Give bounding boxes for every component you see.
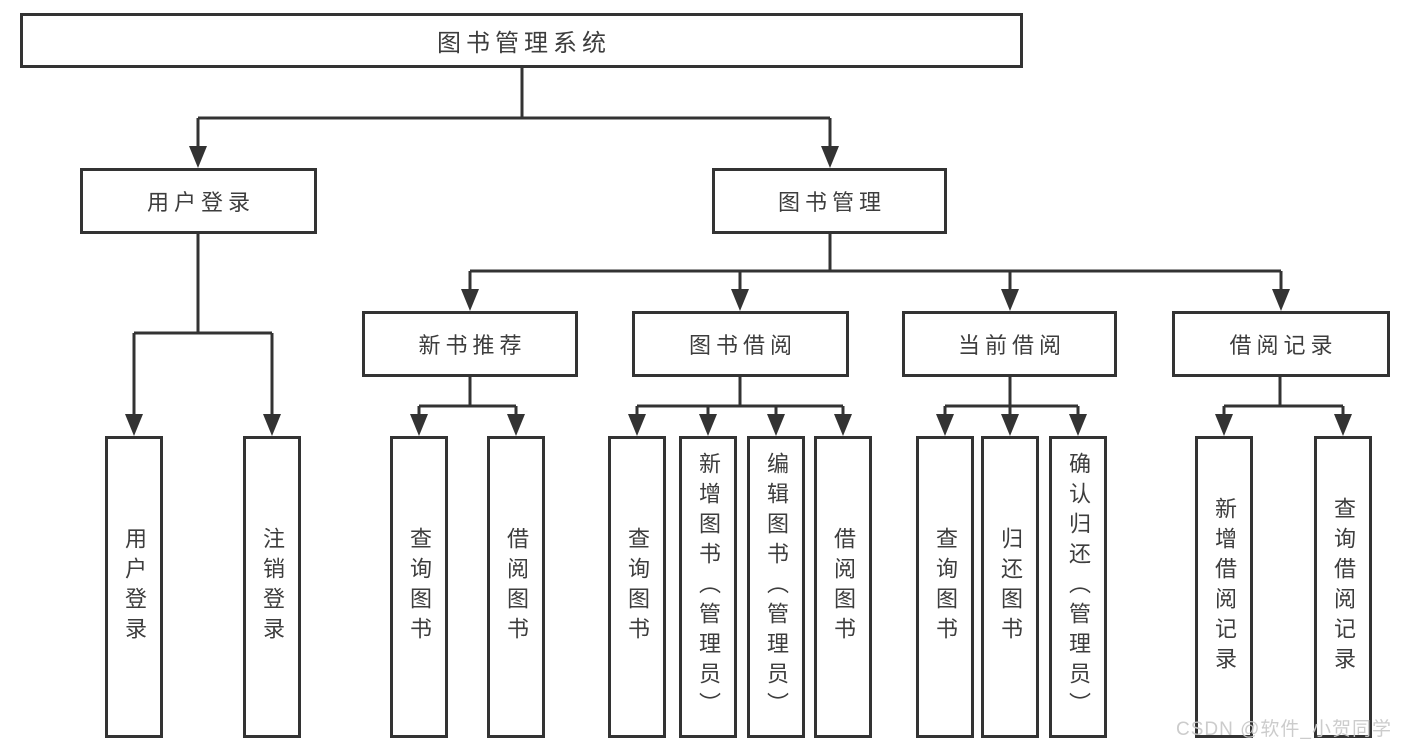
leaf-borrow-books-recommend: 借阅图书 — [487, 436, 545, 738]
node-label: 用户登录 — [146, 190, 255, 215]
node-book-borrow: 图书借阅 — [632, 311, 849, 377]
watermark: CSDN @软件_小贺同学 — [1176, 719, 1392, 740]
connector-book-borrow-children — [628, 377, 852, 436]
leaf-borrow-books: 借阅图书 — [814, 436, 872, 738]
node-label: 借阅图书 — [831, 527, 856, 647]
node-label: 图书管理系统 — [437, 30, 611, 57]
arrow-to-user-login — [189, 146, 207, 168]
arrow-to-book-borrow — [731, 289, 749, 311]
node-label: 注销登录 — [260, 527, 285, 647]
connector-borrow-records-children — [1215, 377, 1352, 436]
node-borrow-records: 借阅记录 — [1172, 311, 1390, 377]
node-label: 借阅图书 — [504, 527, 529, 647]
node-library-management-system: 图书管理系统 — [20, 13, 1023, 68]
leaf-user-login: 用户登录 — [105, 436, 163, 738]
node-label: 查询图书 — [625, 527, 650, 647]
leaf-confirm-return-admin: 确认归还（管理员） — [1049, 436, 1107, 738]
arrow-to-leaf-user-login — [125, 414, 143, 436]
node-label: 图书管理 — [777, 190, 886, 215]
node-label: 编辑图书（管理员） — [764, 452, 789, 722]
node-label: 新增图书（管理员） — [696, 452, 721, 722]
arrow-to-new-book-recommend — [461, 289, 479, 311]
leaf-query-borrow-record: 查询借阅记录 — [1314, 436, 1372, 738]
leaf-query-books-borrow: 查询图书 — [608, 436, 666, 738]
node-new-book-recommend: 新书推荐 — [362, 311, 578, 377]
node-book-management: 图书管理 — [712, 168, 947, 234]
arrow-to-leaf-logout — [263, 414, 281, 436]
connector-root-to-level2 — [189, 68, 839, 168]
node-label: 当前借阅 — [957, 333, 1066, 358]
node-label: 查询借阅记录 — [1331, 497, 1356, 677]
node-label: 查询图书 — [933, 527, 958, 647]
node-label: 归还图书 — [998, 527, 1023, 647]
arrow-to-current-borrow — [1001, 289, 1019, 311]
connector-user-login-children — [125, 234, 281, 436]
node-label: 查询图书 — [407, 527, 432, 647]
node-label: 借阅记录 — [1229, 333, 1338, 358]
leaf-logout: 注销登录 — [243, 436, 301, 738]
leaf-add-book-admin: 新增图书（管理员） — [679, 436, 737, 738]
arrow-to-book-management — [821, 146, 839, 168]
node-current-borrow: 当前借阅 — [902, 311, 1117, 377]
node-label: 新书推荐 — [418, 333, 527, 358]
leaf-query-books-recommend: 查询图书 — [390, 436, 448, 738]
leaf-edit-book-admin: 编辑图书（管理员） — [747, 436, 805, 738]
node-label: 新增借阅记录 — [1212, 497, 1237, 677]
leaf-query-books-current: 查询图书 — [916, 436, 974, 738]
node-label: 图书借阅 — [688, 333, 797, 358]
connector-current-borrow-children — [936, 377, 1087, 436]
leaf-add-borrow-record: 新增借阅记录 — [1195, 436, 1253, 738]
node-label: 用户登录 — [122, 527, 147, 647]
connector-new-book-recommend-children — [410, 377, 525, 436]
node-user-login: 用户登录 — [80, 168, 317, 234]
leaf-return-books: 归还图书 — [981, 436, 1039, 738]
node-label: 确认归还（管理员） — [1066, 452, 1091, 722]
connector-book-management-children — [461, 234, 1290, 311]
arrow-to-borrow-records — [1272, 289, 1290, 311]
